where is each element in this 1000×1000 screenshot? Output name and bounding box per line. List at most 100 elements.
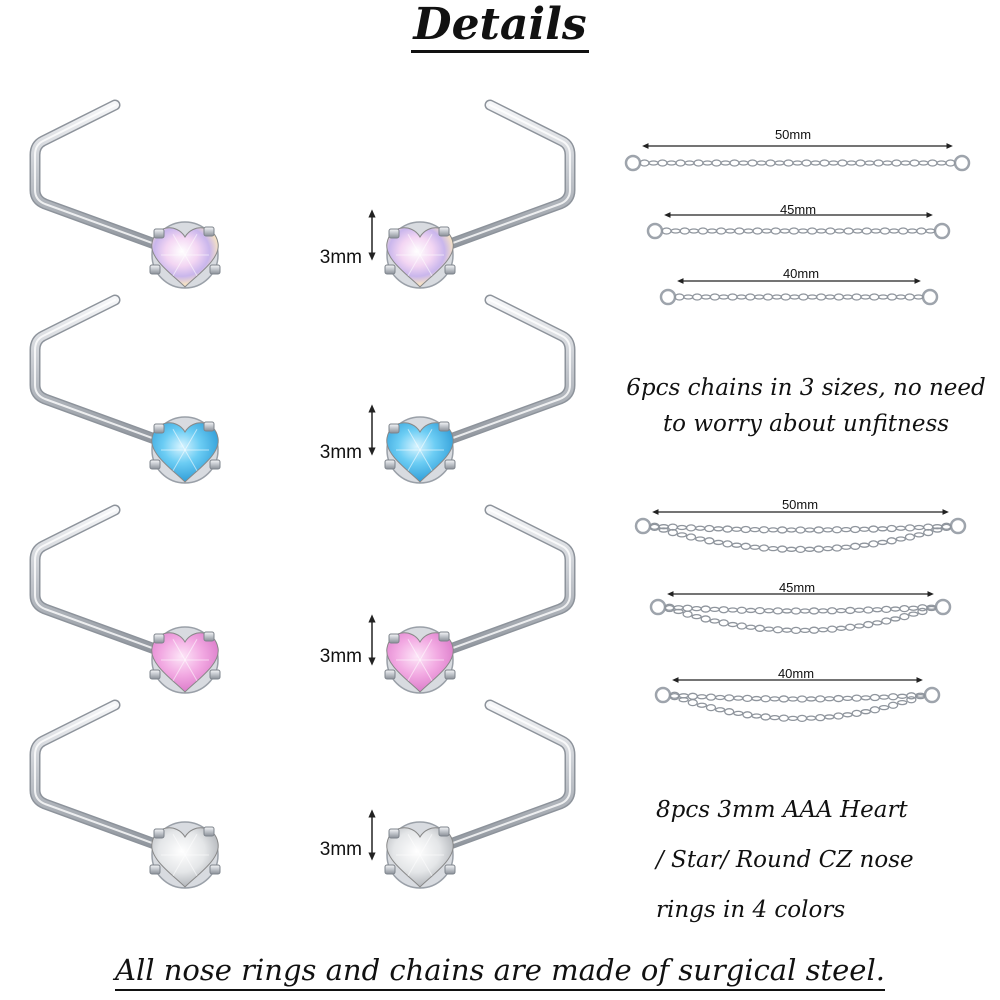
ring-row-2 [29, 294, 576, 484]
single-chain-3 [659, 278, 939, 306]
double-chain-1-lower-link-30 [923, 528, 934, 537]
single-chain-2-link-24 [879, 227, 891, 235]
double-chain-1-upper-link-23 [859, 526, 870, 532]
double-chain-3 [654, 677, 941, 723]
double-chain-1-lower-link-18 [813, 545, 824, 553]
double-chain-1-upper-link-13 [767, 527, 779, 533]
prong-2-left-1 [203, 421, 215, 432]
double-chain-1-lower-link-13 [767, 545, 779, 552]
single-chain-3-link-2 [691, 293, 703, 301]
single-chain-2-link-13 [779, 228, 790, 234]
double-chain-2-upper-link-14 [790, 607, 802, 615]
single-chain-1-link-1 [648, 160, 659, 166]
double-chain-1-upper-link-5 [695, 525, 706, 531]
double-chain-label-1: 50mm [781, 497, 819, 512]
double-chain-3-lower-link-0 [669, 692, 680, 701]
double-chain-2-upper-link-15 [799, 608, 811, 614]
gem-2-left [151, 422, 219, 483]
single-chain-3-link-16 [815, 293, 827, 301]
double-chain-3-lower-link-20 [851, 709, 862, 718]
prong-1-left-3 [209, 264, 221, 275]
rings-caption-line-1: 8pcs 3mm AAA Heart [656, 797, 908, 823]
single-chain-1-link-28 [891, 159, 902, 167]
double-chain-1-upper-link-10 [740, 525, 751, 534]
prong-4-left-0 [153, 828, 165, 839]
single-chain-2-link-10 [752, 227, 763, 235]
single-chain-2-link-27 [907, 228, 918, 234]
prong-1-right-2 [384, 264, 396, 275]
prong-2-left-2 [149, 459, 161, 470]
facet-4-left-5 [184, 833, 198, 856]
single-chain-3-ring-right [921, 288, 939, 306]
ring-row-3 [29, 504, 576, 694]
footer-note-text: All nose rings and chains are made of su… [115, 953, 885, 991]
facet-1-right-2 [407, 254, 421, 277]
page-title-text: Details [411, 0, 589, 53]
single-chain-2-link-17 [816, 228, 827, 234]
double-chain-3-upper-link-25 [897, 693, 908, 699]
single-chain-1-link-0 [639, 159, 650, 167]
single-chain-1 [624, 143, 971, 172]
single-chain-2-ring-left [646, 222, 664, 240]
facet-1-right-5 [419, 233, 433, 256]
rings-caption: 8pcs 3mm AAA Heart / Star/ Round CZ nose… [656, 785, 986, 935]
prong-4-right-2 [384, 864, 396, 875]
wire-highlight-1-left [34, 104, 186, 256]
single-chain-2-link-29 [925, 228, 936, 234]
double-chain-2-lower-link-6 [718, 619, 729, 627]
double-chain-1-upper-ring-right [949, 517, 967, 535]
prong-4-right-0 [388, 828, 400, 839]
double-chain-3-lower-link-16 [815, 714, 826, 722]
single-chain-2-link-26 [898, 227, 909, 235]
double-chain-1-upper-link-3 [676, 524, 688, 531]
single-chain-label-2: 45mm [779, 202, 817, 217]
prong-3-left-3 [209, 669, 221, 680]
single-chain-1-link-31 [918, 160, 929, 166]
facet-3-right-1 [419, 659, 433, 682]
double-chain-2-upper-link-23 [872, 607, 883, 613]
prong-3-left-0 [153, 633, 165, 644]
double-chain-2-upper-link-20 [845, 606, 856, 615]
prong-1-left-0 [153, 228, 165, 239]
double-chain-1-lower-link-28 [904, 533, 916, 541]
double-chain-3-upper-link-7 [733, 695, 744, 701]
double-chain-2-upper-link-11 [763, 608, 775, 614]
double-chain-1-lower-link-6 [704, 537, 715, 545]
double-chain-3-upper-link-17 [824, 696, 835, 702]
gem-4-left [151, 827, 219, 888]
facet-3-left-4 [172, 638, 186, 661]
double-chain-1-lower-link-29 [913, 532, 925, 538]
prong-4-left-1 [203, 826, 215, 837]
single-chain-1-ring-right [953, 154, 971, 172]
single-chain-1-link-17 [792, 160, 803, 166]
facet-1-left-4 [172, 233, 186, 256]
wire-highlight-4-right [419, 704, 571, 856]
double-chain-1-lower-link-21 [840, 544, 852, 550]
single-chain-3-link-21 [860, 294, 871, 300]
single-chain-3-link-1 [683, 294, 694, 300]
double-chain-3-lower-link-2 [687, 698, 698, 707]
double-chain-2-lower-link-24 [881, 617, 892, 625]
single-chain-3-link-26 [904, 293, 915, 301]
double-chain-2-upper-link-24 [881, 605, 892, 614]
double-chain-2-upper-link-12 [772, 607, 784, 615]
double-chain-2-upper-link-22 [863, 606, 874, 614]
double-chain-3-upper-link-15 [806, 696, 817, 702]
single-chain-1-link-10 [729, 159, 740, 167]
single-chain-2-link-21 [852, 228, 863, 234]
single-chain-1-link-12 [747, 159, 758, 167]
single-chain-3-link-17 [824, 294, 836, 300]
double-chain-3-upper-link-14 [796, 695, 808, 703]
double-chain-2-lower-link-7 [727, 621, 738, 628]
double-chain-3-lower-link-10 [760, 713, 771, 721]
single-chain-2 [646, 212, 951, 240]
single-chain-label-1: 50mm [774, 127, 812, 142]
single-chain-3-link-14 [798, 293, 809, 301]
facet-3-right-4 [407, 638, 421, 661]
double-chain-1-upper-link-7 [713, 526, 724, 532]
single-chain-1-link-21 [828, 160, 839, 166]
double-chain-3-upper-link-4 [705, 693, 717, 701]
double-chain-2-lower-link-10 [754, 624, 765, 632]
double-chain-1-upper-link-19 [822, 527, 834, 533]
double-chain-1-lower-link-24 [868, 540, 879, 548]
